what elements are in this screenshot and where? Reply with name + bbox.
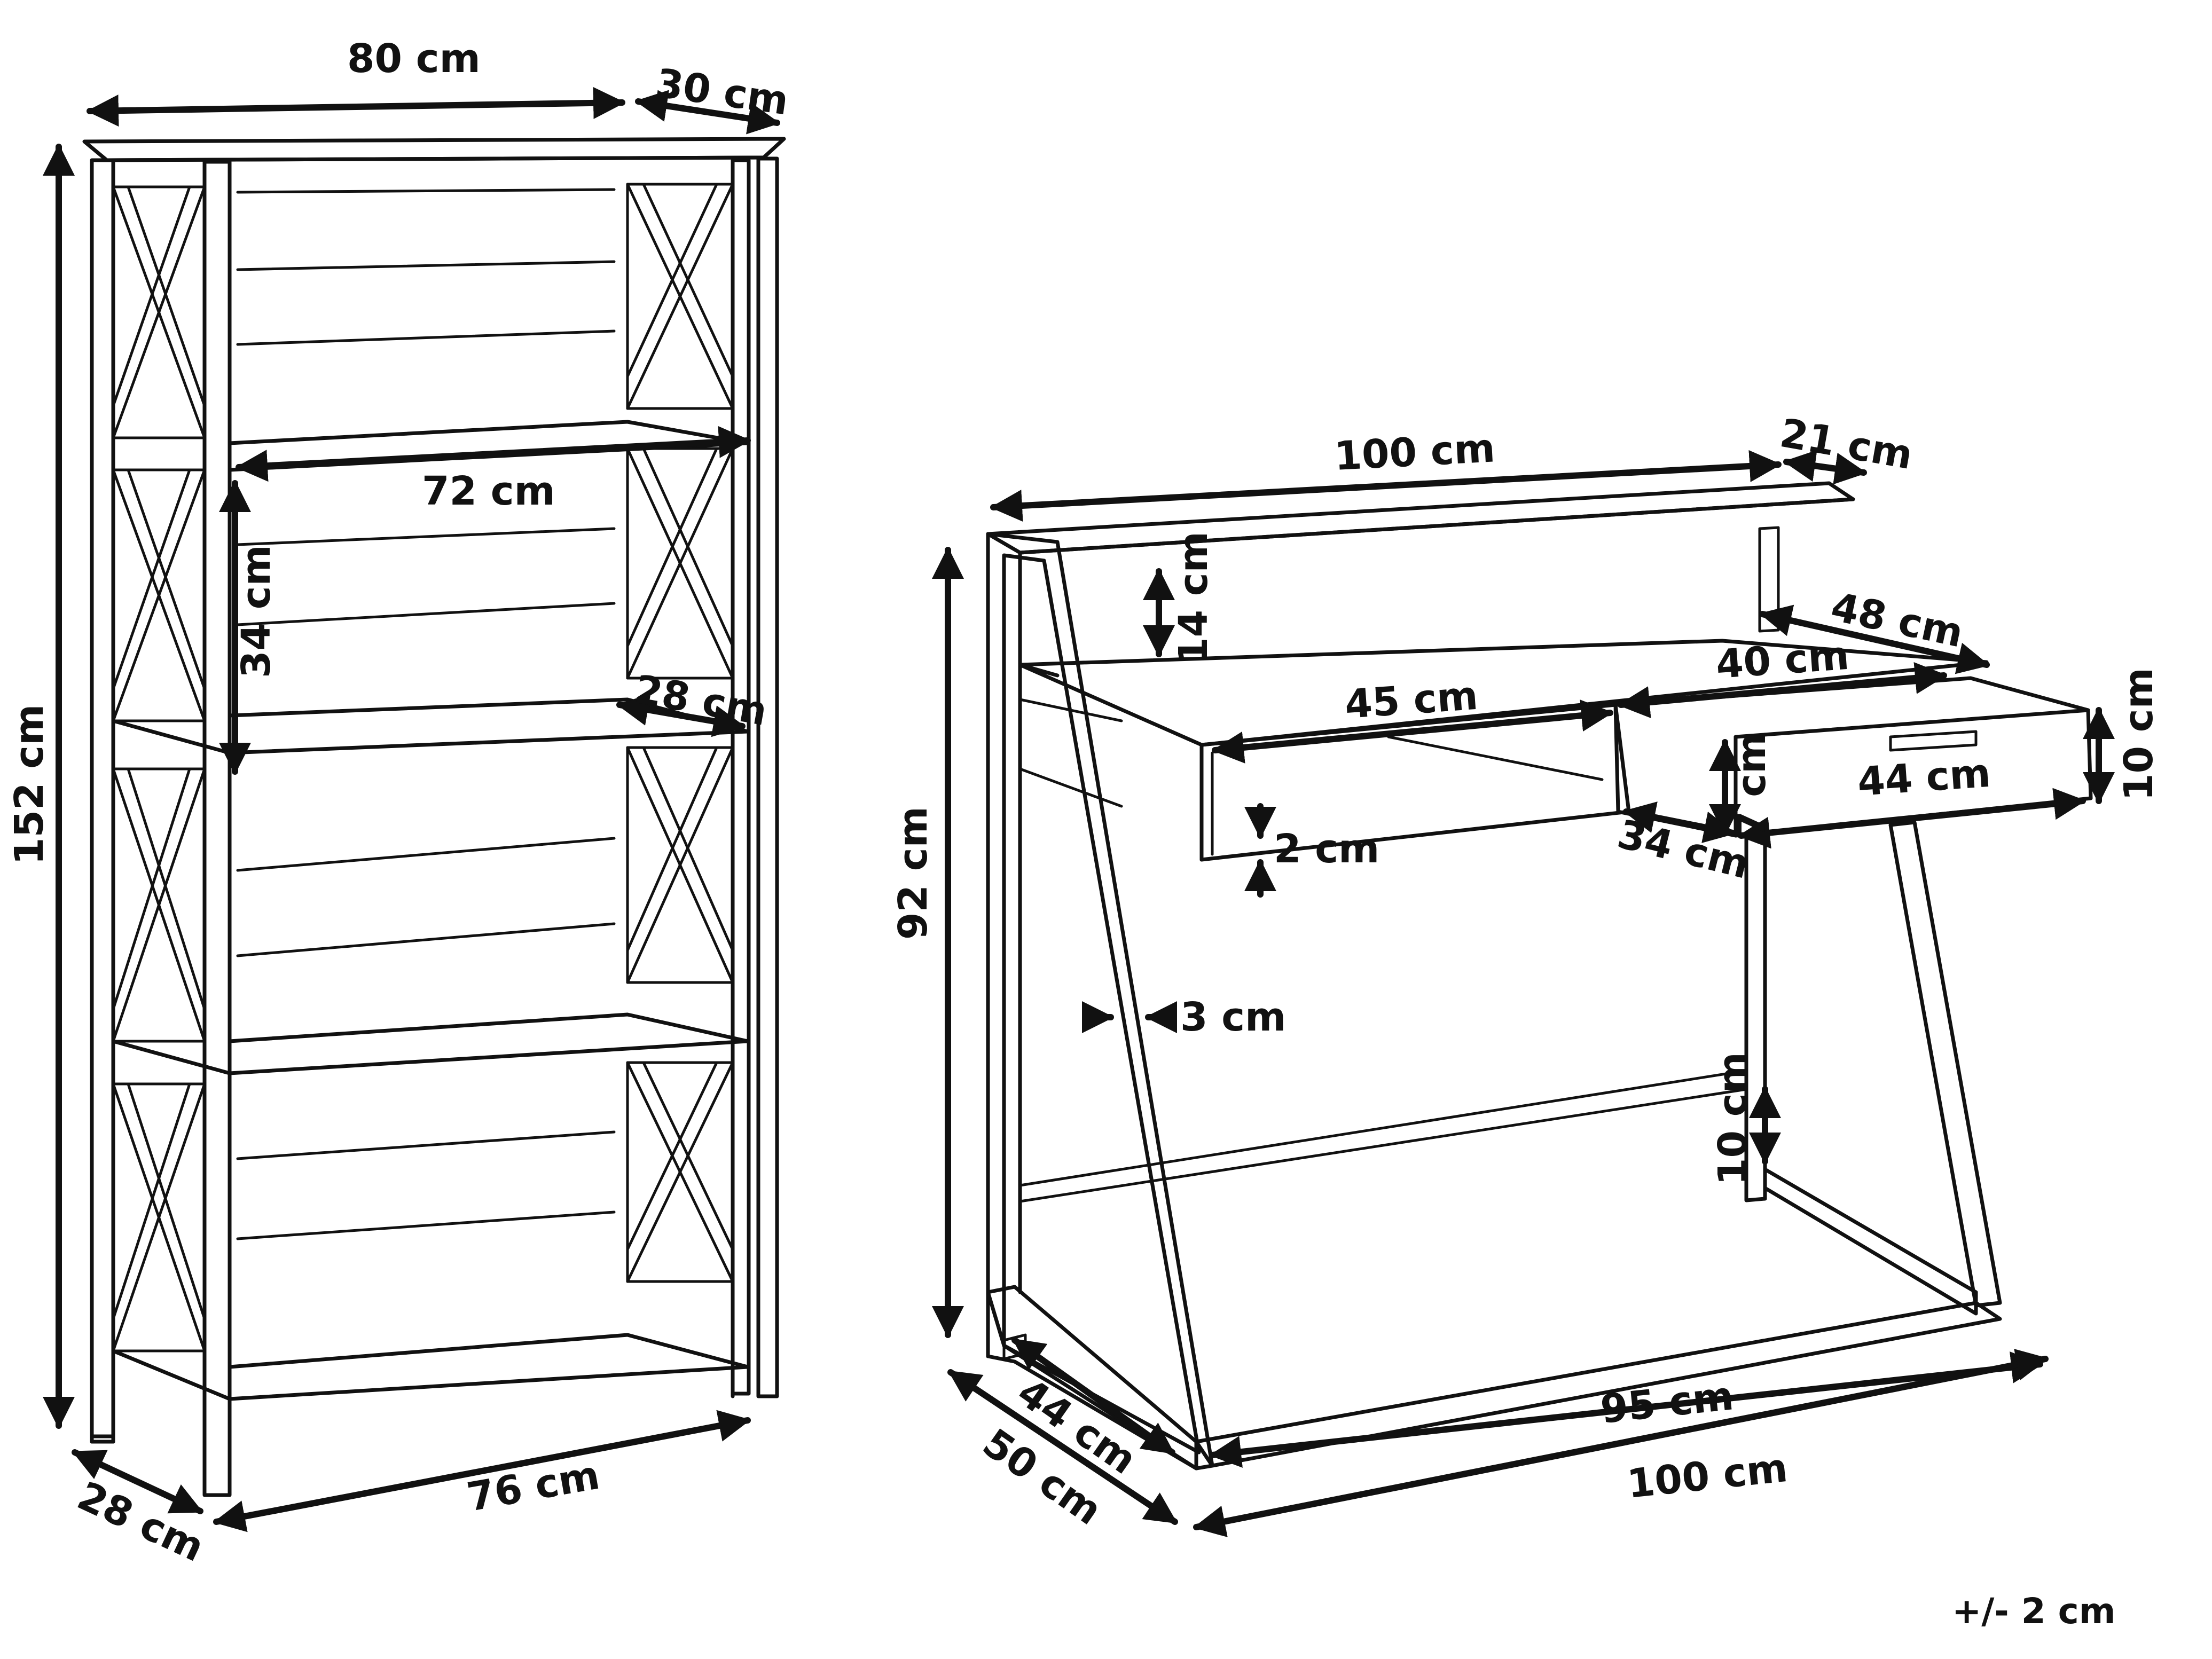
desk-drawer-width-label: 44 cm: [1856, 750, 1992, 805]
desk-labels: 100 cm 21 cm 14 cm 48 cm 40 cm 45 cm 10 …: [890, 410, 2162, 1534]
bookcase-width-label: 80 cm: [347, 36, 481, 82]
desk-drawer-height-inner-label: 7 cm: [1729, 733, 1775, 838]
bookcase-base-depth-label: 28 cm: [70, 1473, 211, 1570]
desk-dimension-lines: [932, 450, 2115, 1537]
desk-top-width-label: 100 cm: [1333, 425, 1496, 479]
bookcase-shelf-width-label: 72 cm: [422, 468, 555, 514]
desk-drawer-open-width-label: 40 cm: [1714, 633, 1850, 688]
bookcase-height-label: 152 cm: [6, 704, 52, 865]
desk-thickness-label: 2 cm: [1274, 826, 1379, 872]
bookcase-dimension-lines: [43, 87, 780, 1532]
desk-drawer-height-outer-label: 10 cm: [2116, 667, 2162, 801]
desk-top-height-label: 14 cm: [1171, 531, 1217, 665]
bookcase-top-depth-label: 30 cm: [653, 60, 791, 124]
bookcase-drawing: [82, 137, 786, 1497]
desk-rail-height-label: 10 cm: [1710, 1052, 1756, 1185]
desk-compartment-width-label: 45 cm: [1343, 673, 1479, 728]
bookcase-shelf-height-label: 34 cm: [233, 545, 279, 678]
desk-leg-thickness-label: 3 cm: [1180, 994, 1286, 1040]
tolerance-note: +/- 2 cm: [1952, 1591, 2116, 1632]
desk-width-label: 100 cm: [1625, 1445, 1790, 1507]
desk-height-label: 92 cm: [890, 806, 936, 940]
